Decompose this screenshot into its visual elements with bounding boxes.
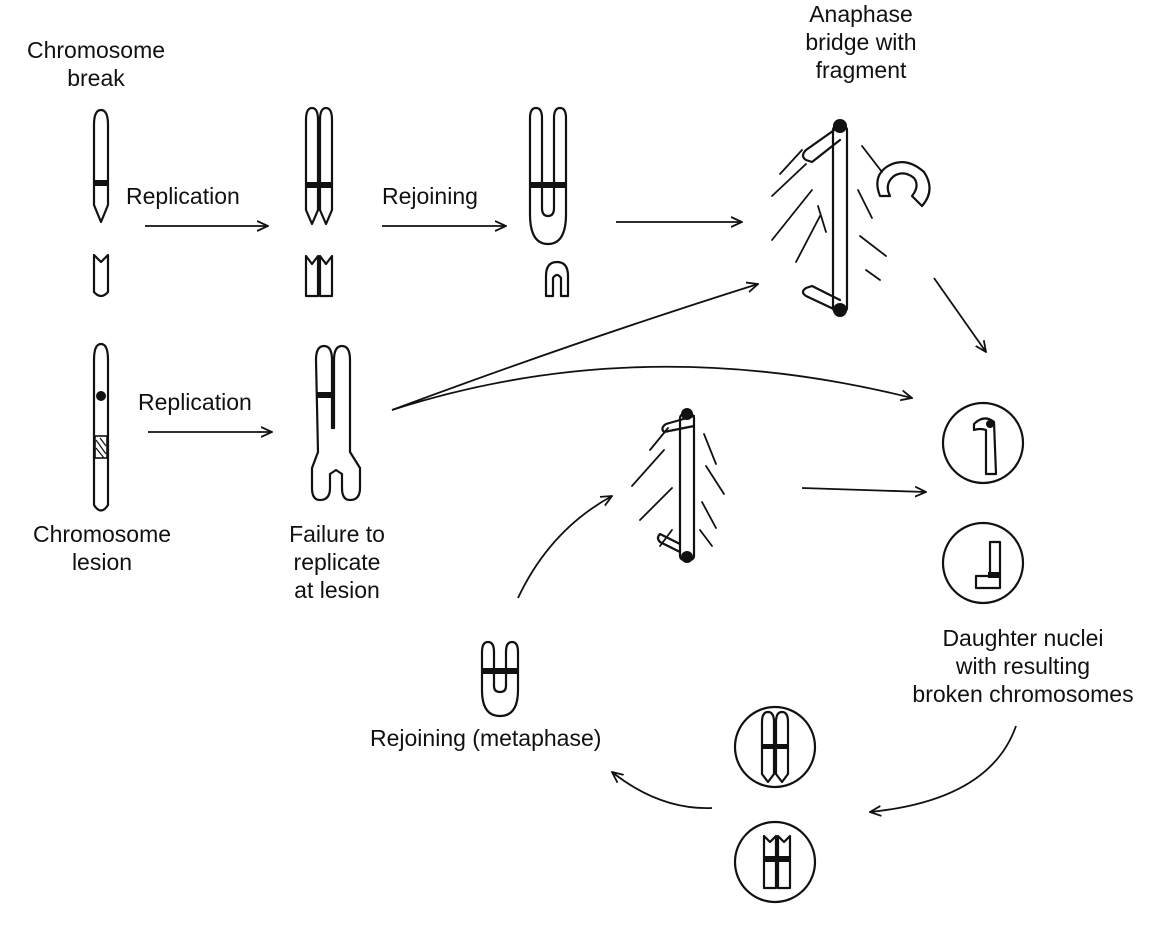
curve-to-metaphase: [517, 496, 612, 599]
label-replication-1: Replication: [126, 183, 240, 209]
arrow-anaphase-to-daughter: [933, 277, 986, 352]
anaphase-bridge: [771, 119, 931, 317]
nucleus-replicated-1: [733, 705, 817, 789]
lesioned-chromosome: [92, 342, 110, 512]
curve-to-rejoining: [612, 772, 713, 809]
daughter-nucleus-2: [941, 521, 1025, 605]
label-daughter-nuclei: Daughter nuclei with resulting broken ch…: [912, 625, 1134, 707]
label-rejoining-1: Rejoining: [382, 183, 478, 209]
curve-to-anaphase: [391, 284, 758, 411]
label-chromosome-lesion: Chromosome lesion: [32, 521, 172, 575]
metaphase-spindle: [631, 408, 725, 563]
partially-replicated-chromosome: [310, 344, 362, 502]
rejoined-metaphase-chromosome: [480, 640, 520, 718]
arrow-metaphase-to-daughter: [801, 488, 926, 492]
label-replication-2: Replication: [138, 389, 252, 415]
nucleus-replicated-2: [733, 820, 817, 904]
label-chromosome-break: Chromosome break: [26, 37, 166, 91]
label-anaphase-bridge: Anaphase bridge with fragment: [805, 1, 917, 83]
label-rejoining-metaphase: Rejoining (metaphase): [370, 725, 602, 751]
replicated-broken-chromosome: [304, 106, 334, 298]
curve-to-daughter: [391, 365, 912, 411]
rejoined-chromosome: [528, 106, 570, 298]
curve-daughter-to-replicated: [870, 725, 1017, 812]
broken-chromosome: [92, 108, 110, 298]
daughter-nucleus-1: [941, 401, 1025, 485]
label-failure-to-replicate: Failure to replicate at lesion: [289, 521, 385, 603]
